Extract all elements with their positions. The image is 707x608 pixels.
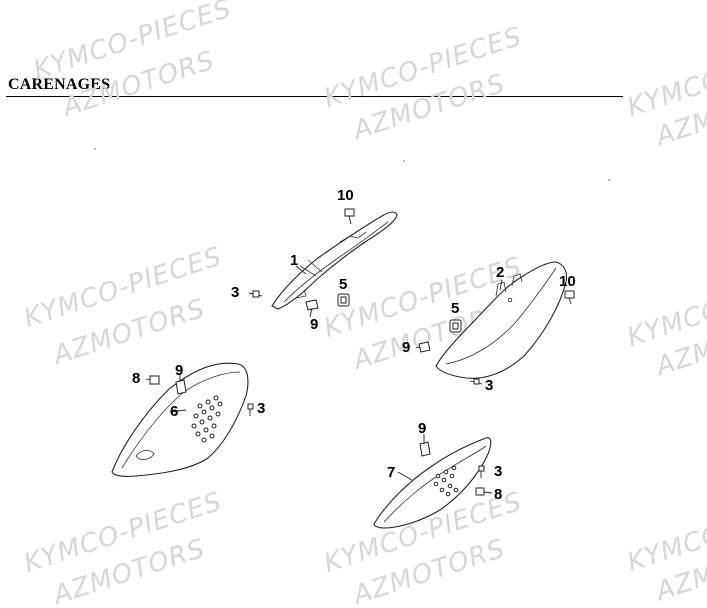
vent-dots-left xyxy=(191,395,223,443)
part-1-center-cover xyxy=(271,211,398,310)
callout-8: 8 xyxy=(132,370,140,387)
clip-icon xyxy=(419,441,431,457)
part-2-right-side-cover xyxy=(435,261,568,379)
callout-1: 1 xyxy=(290,252,298,269)
screw-icon xyxy=(564,290,575,305)
screw-icon xyxy=(469,378,483,385)
nut-icon xyxy=(337,293,350,307)
callout-10: 10 xyxy=(559,273,576,290)
callout-9: 9 xyxy=(175,362,183,379)
nut-icon xyxy=(449,319,462,333)
screw-icon xyxy=(247,403,254,416)
watermark-group: KYMCO-PIECES AZMOTORS KYMCO-PIECES AZMOT… xyxy=(20,0,707,608)
clip-icon xyxy=(175,379,187,395)
scan-specks xyxy=(94,148,610,181)
vent-dots-right xyxy=(433,465,459,497)
clip-icon xyxy=(418,341,431,353)
callout-numbers: 10 1 3 5 9 2 10 5 9 3 8 9 6 3 9 7 3 8 xyxy=(132,187,576,503)
callout-3: 3 xyxy=(485,377,493,394)
callout-3: 3 xyxy=(494,463,502,480)
callout-8: 8 xyxy=(494,486,502,503)
callout-9: 9 xyxy=(310,316,318,333)
callout-3: 3 xyxy=(231,284,239,301)
screw-icon xyxy=(248,290,263,298)
callout-5: 5 xyxy=(451,300,459,317)
page-title: CARENAGES xyxy=(8,76,111,93)
callout-3: 3 xyxy=(257,400,265,417)
leader-lines xyxy=(169,265,503,481)
screw-icon xyxy=(475,487,493,496)
callout-10: 10 xyxy=(337,187,354,204)
callout-9: 9 xyxy=(418,420,426,437)
title-underline xyxy=(6,96,623,97)
callout-7: 7 xyxy=(387,464,395,481)
part-7-bottom-right-cover xyxy=(373,437,492,529)
screw-icon xyxy=(344,208,355,225)
callout-9: 9 xyxy=(402,339,410,356)
callout-2: 2 xyxy=(496,264,504,281)
screw-icon xyxy=(478,465,485,478)
callout-6: 6 xyxy=(170,403,178,420)
hardware xyxy=(145,208,575,496)
screw-icon xyxy=(145,375,160,385)
part-6-left-lower-cover xyxy=(111,362,249,477)
callout-5: 5 xyxy=(339,276,347,293)
clip-icon xyxy=(305,299,319,311)
